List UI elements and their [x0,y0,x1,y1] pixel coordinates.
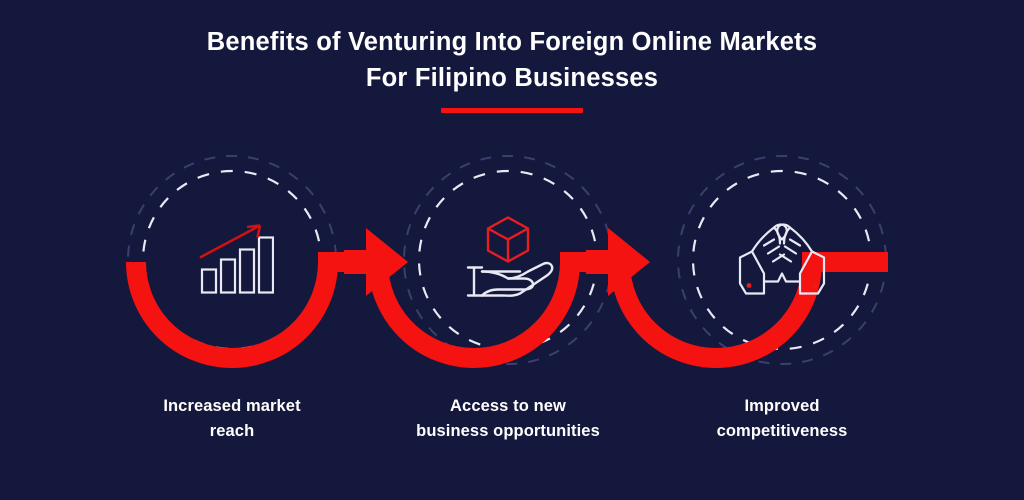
growth-trend-line [199,224,261,259]
title-underline-rule [441,108,583,113]
arm-link [762,272,802,283]
page-title-line-1: Benefits of Venturing Into Foreign Onlin… [206,28,818,56]
open-hand [466,261,554,297]
growth-arrow-head [246,224,262,238]
bar-4 [257,236,275,294]
right-sleeve [798,250,826,295]
step-caption-2: Access to new business opportunities [416,394,600,444]
header: Benefits of Venturing Into Foreign Onlin… [0,24,1024,113]
finger-line-4 [788,238,802,247]
bar-1 [200,268,218,294]
step-caption-3-line-2: competitiveness [716,422,848,440]
red-flow-arc-path [126,252,888,368]
step-caption-2-line-1: Access to new [450,397,566,415]
step-caption-3-line-1: Improved [744,397,820,415]
bar-2 [219,258,237,294]
hand-holding-box-icon [458,212,558,305]
arrow-step-2-to-3 [586,228,650,296]
bar-3 [238,248,256,294]
arrow-step-1-to-2 [344,228,408,296]
bar-chart-growth-icon [190,214,275,303]
step-caption-1-line-1: Increased market [163,397,301,415]
finger-line-2 [766,245,781,255]
step-caption-2-line-2: business opportunities [416,422,600,440]
step-caption-1: Increased market reach [163,394,300,444]
left-thumb [772,226,782,245]
box-cube [486,216,530,263]
right-thumb [782,226,792,245]
finger-line-5 [783,245,798,255]
right-cuff-dot [812,283,818,288]
finger-line-1 [762,238,776,247]
step-caption-1-line-2: reach [209,422,255,440]
finger-line-6 [778,253,793,263]
left-sleeve [738,250,766,295]
handshake-icon [734,212,830,305]
step-caption-3: Improved competitiveness [717,394,848,444]
left-cuff-dot [746,283,752,288]
page-title-line-2: For Filipino Businesses [365,64,659,92]
